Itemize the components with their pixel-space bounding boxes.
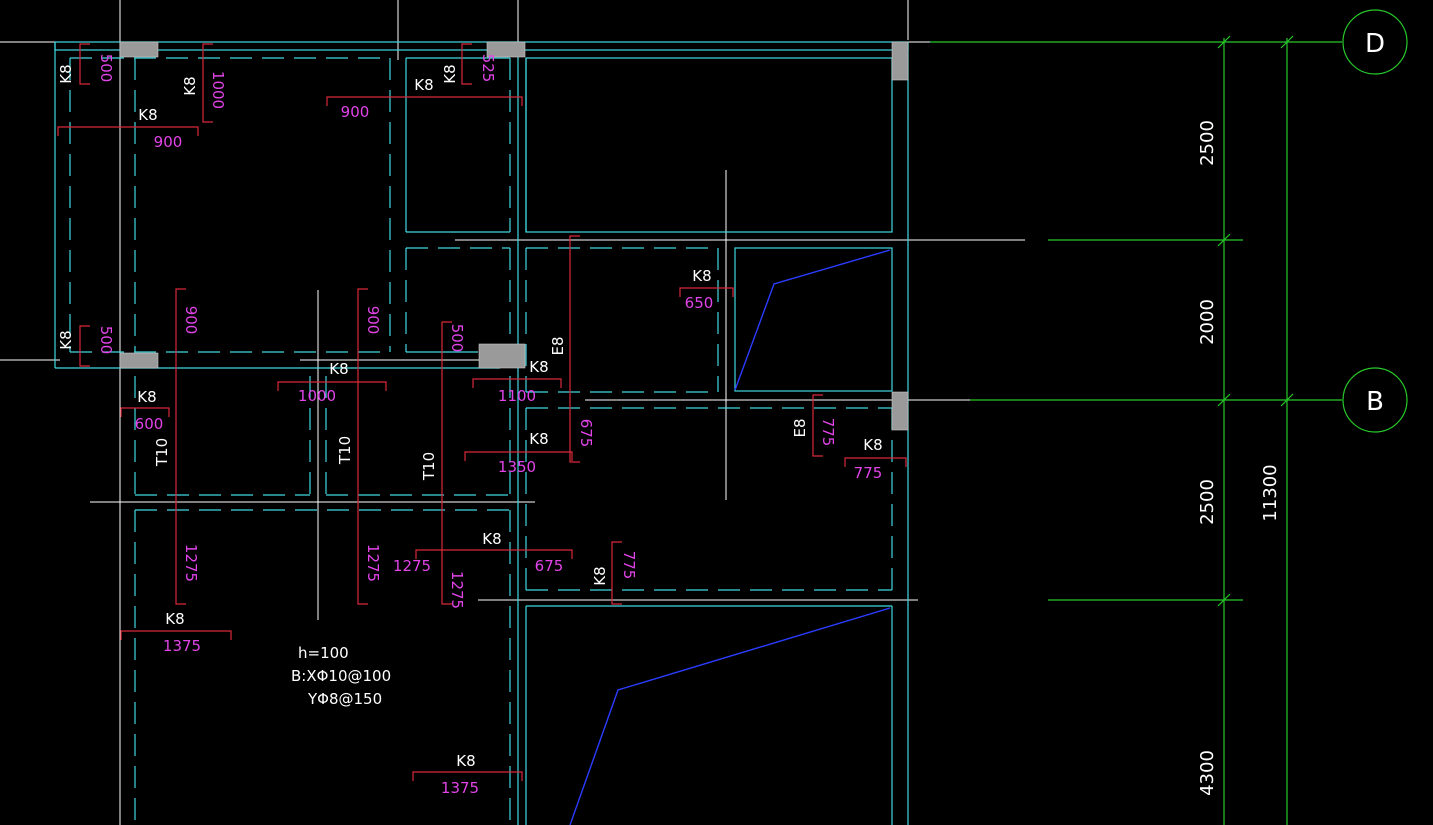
rebar-length: 500 [97, 326, 115, 355]
rebar-length: 1375 [441, 779, 479, 797]
rebar-length: 500 [448, 324, 466, 353]
rebar-mark: K8 [692, 267, 711, 285]
rebar-mark: K8 [57, 330, 75, 349]
rebar-length: 775 [854, 464, 883, 482]
rebar-length: 1275 [364, 544, 382, 582]
rebar-length: 775 [819, 418, 837, 447]
axis-label-d: D [1365, 29, 1385, 59]
column [891, 391, 909, 431]
rebar-mark: K8 [456, 752, 475, 770]
rebar-mark: K8 [414, 76, 433, 94]
rebar-length: 600 [135, 415, 164, 433]
rebar-mark: E8 [791, 418, 809, 437]
slab-outlines [54, 41, 909, 825]
rebar-length: 500 [97, 54, 115, 83]
dimension-text: 2000 [1197, 299, 1218, 345]
dimension-text: 4300 [1197, 750, 1218, 796]
rebar-length: 775 [620, 551, 638, 580]
rebar-marks [57, 43, 907, 781]
rebar-length: 1275 [182, 544, 200, 582]
rebar-mark: T10 [336, 436, 354, 465]
rebar-length: 1375 [163, 637, 201, 655]
column [486, 41, 526, 58]
rebar-mark: K8 [529, 430, 548, 448]
rebar-mark: T10 [153, 438, 171, 467]
rebar-length: 1275 [393, 557, 431, 575]
rebar-length-labels: 500 1000 525 900 900 500 900 900 500 100… [97, 54, 882, 797]
rebar-length: 675 [577, 419, 595, 448]
dimension-text-total: 11300 [1260, 464, 1281, 521]
column [119, 352, 159, 369]
rebar-mark: E8 [549, 336, 567, 355]
rebar-length: 900 [154, 133, 183, 151]
rebar-mark: T10 [420, 452, 438, 481]
rebar-length: 900 [341, 103, 370, 121]
rebar-length: 1350 [498, 458, 536, 476]
dimension-text: 2500 [1197, 479, 1218, 525]
dimension-text: 2500 [1197, 120, 1218, 166]
rebar-mark: K8 [441, 64, 459, 83]
rebar-length: 525 [479, 54, 497, 83]
rebar-mark: K8 [165, 610, 184, 628]
rebar-mark: K8 [529, 358, 548, 376]
slab-break-lines [569, 249, 891, 825]
columns [119, 41, 909, 431]
rebar-mark: K8 [181, 76, 199, 95]
rebar-type-labels: K8 K8 K8 K8 K8 K8 K8 K8 K8 K8 K8 K8 K8 K… [57, 64, 883, 770]
rebar-length: 1100 [498, 387, 536, 405]
rebar-length: 1000 [298, 387, 336, 405]
column [891, 41, 909, 81]
slab-note-y-rebar: YΦ8@150 [307, 690, 382, 708]
dimension-lines [930, 9, 1408, 825]
rebar-mark: K8 [329, 360, 348, 378]
column [478, 343, 526, 369]
rebar-mark: K8 [591, 566, 609, 585]
rebar-length: 900 [182, 306, 200, 335]
rebar-mark: K8 [57, 64, 75, 83]
slab-note-x-rebar: B:XΦ10@100 [291, 667, 391, 685]
slab-note-thickness: h=100 [298, 644, 349, 662]
axis-bubble-b [1342, 367, 1408, 433]
axis-bubble-d [1342, 9, 1408, 75]
rebar-mark: K8 [482, 530, 501, 548]
rebar-length: 1000 [209, 71, 227, 109]
rebar-length: 900 [364, 306, 382, 335]
axis-label-b: B [1366, 387, 1384, 417]
rebar-mark: K8 [863, 436, 882, 454]
rebar-length: 1275 [448, 571, 466, 609]
rebar-mark: K8 [137, 388, 156, 406]
rebar-mark: K8 [138, 106, 157, 124]
column [119, 41, 159, 58]
rebar-length: 675 [535, 557, 564, 575]
rebar-length: 650 [685, 294, 714, 312]
